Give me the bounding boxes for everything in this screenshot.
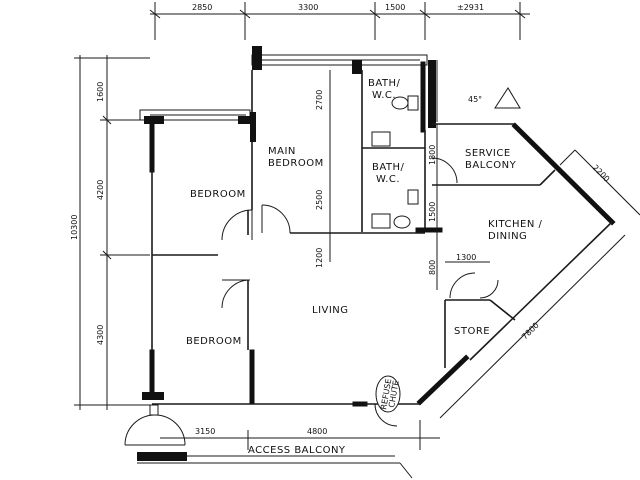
dim-left-total: 10300: [70, 215, 79, 240]
bath-fixtures: [371, 95, 419, 229]
dim-7800: 7800: [520, 321, 541, 342]
dim-top-3: 1500: [385, 3, 405, 12]
dim-top-2: 3300: [298, 3, 318, 12]
room-labels: BATH/ W.C. MAIN BEDROOM BATH/ W.C. SERVI…: [186, 78, 543, 456]
dim-1900: 1900: [428, 80, 437, 100]
dim-1500: 1500: [428, 202, 437, 222]
dim-2700: 2700: [315, 90, 324, 110]
room-bedroom-1: BEDROOM: [190, 189, 246, 200]
dim-bottom-2: 4800: [307, 427, 327, 436]
dim-top-4: ±2931: [457, 3, 484, 12]
angle-label: 45°: [468, 95, 482, 104]
room-bath-1-line1: BATH/: [368, 78, 401, 89]
room-bath-2-line2: W.C.: [376, 174, 400, 185]
room-store: STORE: [454, 326, 490, 337]
room-service-balcony-line1: SERVICE: [465, 148, 511, 159]
access-balcony-label: ACCESS BALCONY: [248, 445, 346, 456]
room-kitchen-line1: KITCHEN /: [488, 219, 543, 230]
room-living: LIVING: [312, 305, 349, 316]
dim-1300: 1300: [456, 253, 476, 262]
left-dimension-line: 10300 1600 4200 4300: [70, 55, 150, 410]
room-main-bedroom-line1: MAIN: [268, 146, 296, 157]
bottom-dimension-line: 3150 4800: [137, 420, 440, 479]
room-main-bedroom-line2: BEDROOM: [268, 158, 324, 169]
dim-1200: 1200: [315, 248, 324, 268]
room-kitchen-line2: DINING: [488, 231, 527, 242]
walls: [139, 46, 616, 407]
room-service-balcony-line2: BALCONY: [465, 160, 517, 171]
dim-left-1: 1600: [96, 82, 105, 102]
dim-2200: 2200: [591, 163, 612, 184]
dim-1800: 1800: [428, 145, 437, 165]
room-bath-1-line2: W.C.: [372, 90, 396, 101]
dim-800: 800: [428, 260, 437, 275]
dim-left-3: 4300: [96, 325, 105, 345]
refuse-chute: REFUSE CHUTE: [375, 375, 401, 413]
doors: [124, 157, 499, 446]
room-bedroom-2: BEDROOM: [186, 336, 242, 347]
room-bath-2-line1: BATH/: [372, 162, 405, 173]
top-dimension-line: 2850 3300 1500 ±2931: [149, 2, 530, 40]
inner-dimensions: 2700 2500 1200 1900 1800 1500 800 1300: [315, 60, 490, 290]
dim-top-1: 2850: [192, 3, 212, 12]
dim-left-2: 4200: [96, 180, 105, 200]
dim-bottom-1: 3150: [195, 427, 215, 436]
dim-2500: 2500: [315, 190, 324, 210]
